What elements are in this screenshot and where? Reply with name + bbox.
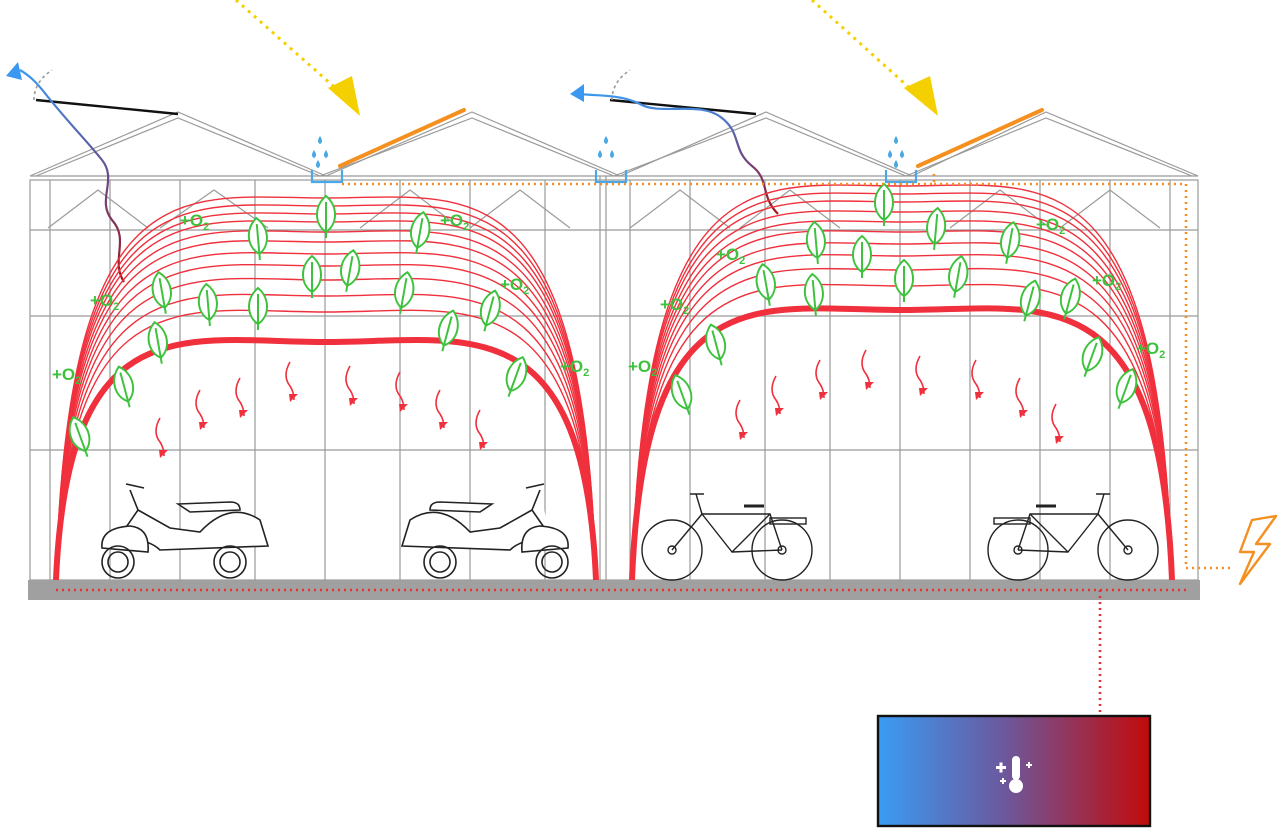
heat-arrow-icons — [155, 349, 1064, 458]
leaf-icon — [948, 255, 969, 298]
arch-line — [631, 267, 1173, 581]
leaf-icon — [316, 194, 336, 238]
leaf-icon — [302, 254, 322, 298]
heat-arrow-icon — [435, 389, 448, 430]
leaf-icon — [926, 206, 947, 251]
cool-air-arrow-icon — [6, 62, 584, 102]
arch-line — [55, 293, 597, 581]
leaf-icon — [113, 365, 135, 408]
oxygen-label: +O2 — [180, 211, 209, 233]
oxygen-label: +O2 — [1036, 215, 1065, 237]
heat-arrow-icon — [155, 417, 168, 458]
oxygen-label: +O2 — [660, 295, 689, 317]
heat-arrow-icon — [345, 365, 358, 406]
arch-line — [631, 230, 1173, 581]
leaf-icon — [705, 323, 727, 366]
vent-arrows — [33, 69, 631, 101]
leaf-icon — [247, 216, 268, 261]
heat-arrow-icon — [195, 389, 208, 430]
arch-line — [55, 240, 597, 581]
leaf-icon — [894, 258, 914, 302]
leaf-icon — [852, 234, 872, 278]
leaf-icon — [1019, 279, 1041, 322]
leaf-icon — [248, 286, 268, 330]
heat-arrow-icon — [735, 399, 748, 440]
arch-line — [55, 277, 597, 581]
arch-line — [53, 337, 599, 581]
oxygen-label: +O2 — [1092, 271, 1121, 293]
arch-line — [631, 242, 1173, 581]
heat-arrow-icon — [861, 349, 874, 390]
heat-arrow-icon — [235, 377, 248, 418]
heat-arrow-icon — [971, 359, 984, 400]
leaf-icon — [505, 355, 528, 398]
leaf-icon — [394, 271, 415, 314]
leaf-icon — [147, 321, 168, 364]
leaf-icon — [1059, 277, 1081, 320]
oxygen-label: +O2 — [440, 211, 469, 233]
arch-line — [631, 254, 1173, 581]
heat-arrow-icon — [1051, 403, 1064, 444]
heat-pipe — [56, 588, 1188, 712]
leaf-icon — [197, 282, 218, 327]
scooter-icon — [101, 483, 569, 579]
leaf-icon — [68, 415, 91, 458]
bicycle-icon — [641, 493, 1159, 581]
arch-line — [55, 309, 597, 581]
oxygen-label: +O2 — [716, 245, 745, 267]
leaf-icon — [479, 289, 501, 332]
thermal-storage — [876, 714, 1152, 828]
arch-line — [631, 210, 1173, 581]
solar-panels — [338, 108, 1044, 168]
leaf-icon — [874, 182, 894, 226]
rain-gutters — [310, 170, 918, 184]
leaf-icons — [68, 182, 1138, 458]
oxygen-label: +O2 — [560, 357, 589, 379]
warm-air-exhaust — [19, 69, 779, 283]
leaf-icon — [1115, 367, 1138, 410]
heat-arrow-icon — [815, 359, 828, 400]
arch-line — [55, 263, 597, 581]
leaf-icon — [803, 272, 824, 317]
leaf-icon — [1081, 335, 1104, 378]
lightning-icon — [1238, 514, 1278, 586]
oxygen-label: +O2 — [628, 357, 657, 379]
leaf-icon — [410, 211, 431, 254]
arch-line — [55, 252, 597, 581]
oxygen-label: +O2 — [52, 365, 81, 387]
leaf-icon — [340, 249, 361, 292]
arch-line — [631, 192, 1173, 581]
leaf-icon — [755, 263, 776, 306]
arch-line — [631, 200, 1173, 581]
oxygen-label: +O2 — [90, 291, 119, 313]
thermometer-icon — [996, 756, 1032, 793]
arch-line — [631, 184, 1173, 581]
heat-arrow-icon — [771, 375, 784, 416]
heat-arrow-icon — [285, 361, 298, 402]
oxygen-label: +O2 — [1136, 339, 1165, 361]
heat-arrow-icon — [1015, 377, 1028, 418]
leaf-icon — [437, 309, 459, 352]
greenhouse-frame — [29, 111, 1199, 581]
heat-arrow-icon — [475, 409, 488, 450]
leaf-icon — [670, 373, 693, 416]
heat-arrow-icon — [915, 355, 928, 396]
sun-ray-icon — [235, 0, 938, 116]
heat-arrow-icon — [395, 371, 408, 412]
oxygen-labels: +O2 +O2 +O2 +O2 +O2 +O2 +O2 +O2 +O2 +O2 +O2 +O2 — [52, 211, 1165, 387]
leaf-icon — [1000, 221, 1021, 264]
arch-line — [631, 220, 1173, 581]
oxygen-label: +O2 — [500, 275, 529, 297]
leaf-icon — [151, 271, 172, 314]
power-line — [342, 172, 1232, 570]
water-drop-icon — [312, 136, 904, 168]
leaf-icon — [805, 220, 826, 265]
